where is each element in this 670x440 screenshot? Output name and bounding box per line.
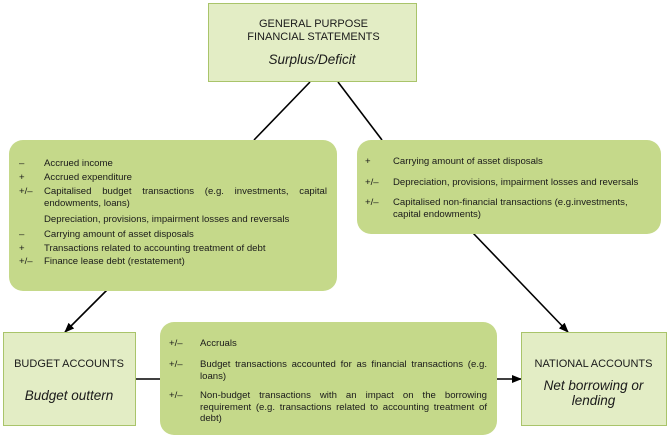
gpfs-box: GENERAL PURPOSE FINANCIAL STATEMENTS Sur… [208, 3, 417, 82]
arrow-left-to-budget [64, 289, 108, 333]
left-item-4: Carrying amount of asset disposals [44, 229, 194, 240]
line-gpfs-to-left [253, 81, 311, 141]
left-sign-0: – [19, 158, 25, 169]
left-sign-5: + [19, 243, 25, 254]
bottom-item-2: Non-budget transactions with an impact o… [200, 390, 487, 424]
left-adjustments-box: – Accrued income + Accrued expenditure +… [9, 140, 337, 291]
bottom-sign-1: +/– [169, 359, 183, 370]
right-sign-0: + [365, 156, 371, 167]
left-item-6: Finance lease debt (restatement) [44, 256, 185, 267]
right-item-2: Capitalised non-financial transactions (… [393, 197, 628, 220]
left-item-3: Depreciation, provisions, impairment los… [44, 214, 290, 225]
bottom-sign-0: +/– [169, 338, 183, 349]
gpfs-subtitle: Surplus/Deficit [268, 52, 356, 67]
national-accounts-subtitle: Net borrowing or lending [543, 378, 644, 408]
left-item-2: Capitalised budget transactions (e.g. in… [44, 186, 327, 209]
left-item-5: Transactions related to accounting treat… [44, 243, 266, 254]
line-gpfs-to-right [337, 81, 383, 141]
national-accounts-box: NATIONAL ACCOUNTS Net borrowing or lendi… [521, 332, 667, 426]
right-sign-1: +/– [365, 177, 379, 188]
left-sign-1: + [19, 172, 25, 183]
bottom-item-0: Accruals [200, 338, 237, 349]
national-accounts-title: NATIONAL ACCOUNTS [534, 358, 653, 370]
left-sign-4: – [19, 229, 25, 240]
right-adjustments-box: + Carrying amount of asset disposals +/–… [357, 140, 661, 234]
bottom-item-1: Budget transactions accounted for as fin… [200, 359, 487, 382]
right-item-0: Carrying amount of asset disposals [393, 156, 543, 167]
left-sign-2: +/– [19, 186, 33, 197]
bottom-sign-2: +/– [169, 390, 183, 401]
bottom-adjustments-box: +/– Accruals +/– Budget transactions acc… [160, 322, 497, 435]
budget-accounts-subtitle: Budget outtern [24, 388, 114, 403]
budget-accounts-title: BUDGET ACCOUNTS [14, 358, 124, 370]
right-item-1: Depreciation, provisions, impairment los… [393, 177, 639, 188]
left-sign-6: +/– [19, 256, 33, 267]
right-sign-2: +/– [365, 197, 379, 208]
left-item-1: Accrued expenditure [44, 172, 132, 183]
arrow-right-to-national [472, 232, 569, 333]
gpfs-title: GENERAL PURPOSE FINANCIAL STATEMENTS [247, 18, 380, 43]
budget-accounts-box: BUDGET ACCOUNTS Budget outtern [3, 332, 136, 426]
left-item-0: Accrued income [44, 158, 113, 169]
